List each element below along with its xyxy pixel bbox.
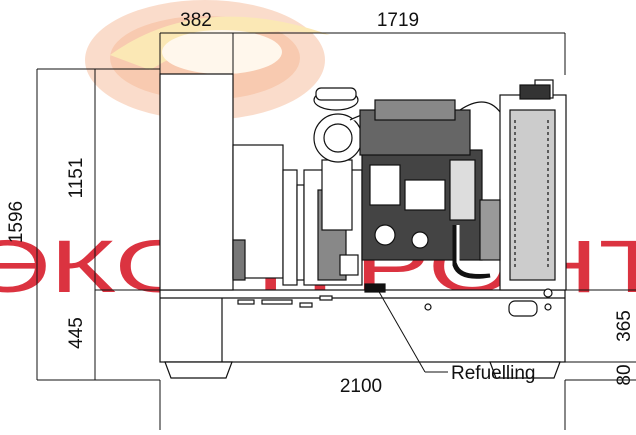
dim-2100: 2100: [340, 376, 382, 397]
dim-1719: 1719: [377, 10, 419, 31]
refuelling-callout: Refuelling: [377, 289, 536, 384]
engine: [303, 87, 506, 286]
alternator: [159, 73, 305, 291]
dim-365: 365: [614, 310, 635, 342]
dim-1151: 1151: [66, 158, 87, 199]
dim-382: 382: [180, 10, 212, 31]
dim-80: 80: [614, 364, 635, 385]
dim-445: 445: [66, 317, 87, 349]
base-frame: [159, 283, 566, 379]
watermark-logo: [85, 0, 330, 120]
refuelling-label: Refuelling: [451, 363, 536, 384]
radiator: [479, 79, 567, 298]
dim-1596: 1596: [6, 201, 27, 243]
dimension-lines: [36, 32, 636, 430]
